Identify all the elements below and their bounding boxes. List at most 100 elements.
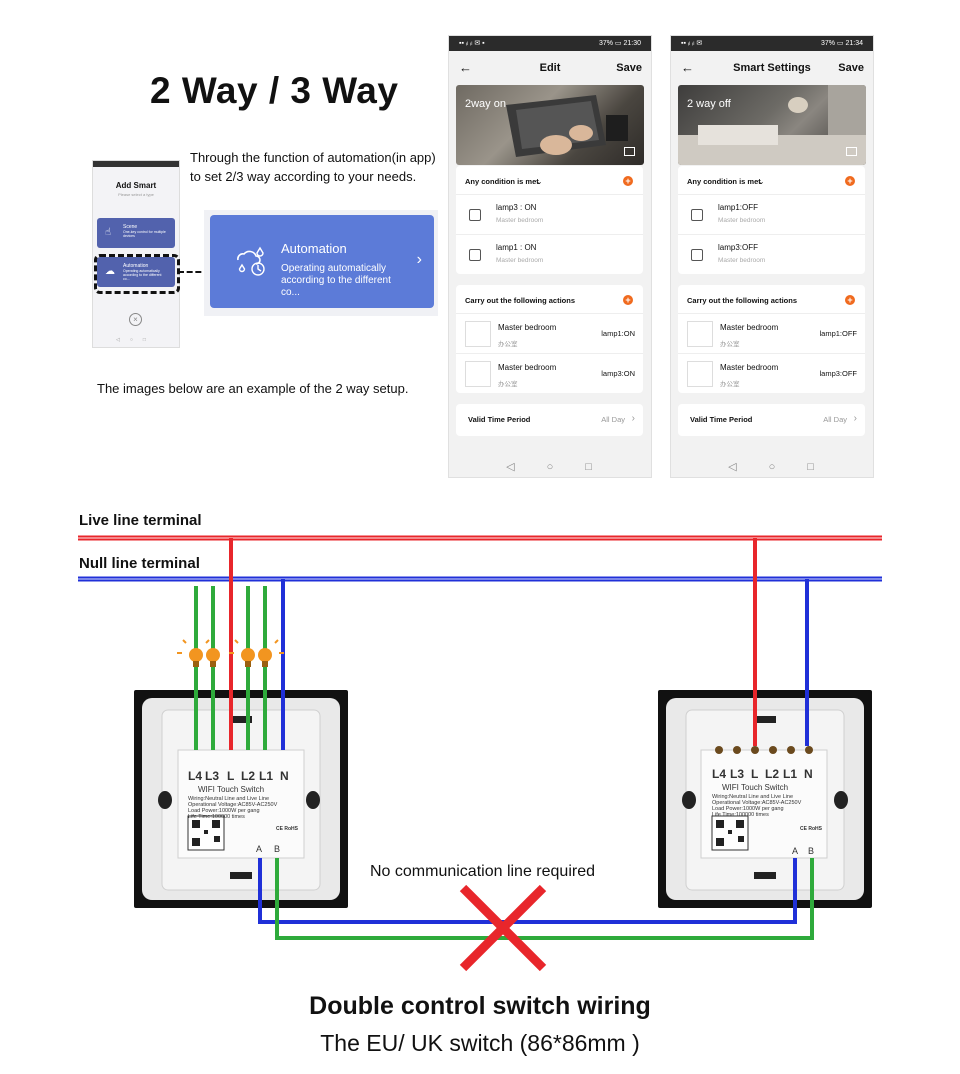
screen-title: Edit [539,62,561,74]
scene-photo[interactable]: 2 way off [678,85,866,165]
condition-row[interactable]: lamp1:OFF Master bedroom [678,194,865,235]
add-action-icon[interactable]: + [845,295,855,305]
image-icon[interactable] [624,147,635,156]
description-line-1: Through the function of automation(in ap… [190,150,436,165]
valid-time-row[interactable]: Valid Time Period All Day › [678,404,865,436]
nav-bar: ◁○□ [116,337,156,343]
terminal-label: L4 [188,769,202,783]
action-value: lamp1:OFF [819,329,857,338]
action-row[interactable]: Master bedroom 办公室 lamp1:ON [456,313,643,354]
module-spec: Operational Voltage:AC85V-AC250V [188,802,278,808]
automation-option[interactable]: ☁ Automation Operating automatically acc… [97,257,175,287]
actions-header: Carry out the following actions [465,296,576,305]
bulb-icons [177,639,284,667]
scene-photo[interactable]: 2way on [456,85,644,165]
module-spec: Load Power:1000W per gang [188,808,260,814]
valid-time-label: Valid Time Period [468,415,531,424]
action-row[interactable]: Master bedroom 办公室 lamp3:ON [456,353,643,394]
conditions-card: Any condition is met ⌄ + lamp1:OFF Maste… [678,166,865,274]
action-name: Master bedroom [498,323,557,332]
right-panel-wires [753,538,809,746]
terminal-label: L [751,767,758,781]
action-value: lamp3:OFF [819,369,857,378]
actions-card: Carry out the following actions + Master… [456,285,643,393]
condition-header[interactable]: Any condition is met [687,177,761,186]
condition-location: Master bedroom [496,257,544,264]
automation-description: Operating automatically according to the… [281,263,411,299]
close-icon[interactable]: × [129,313,142,326]
screen-title: Smart Settings [733,62,811,74]
back-arrow-icon[interactable]: ← [459,60,472,75]
image-icon[interactable] [846,147,857,156]
condition-header[interactable]: Any condition is met [465,177,539,186]
scene-label: Scene [123,224,138,230]
condition-name: lamp3 : ON [496,203,537,212]
add-action-icon[interactable]: + [623,295,633,305]
condition-row[interactable]: lamp1 : ON Master bedroom [456,234,643,275]
automation-text-1: Operating automatically [281,263,387,274]
live-line-label: Live line terminal [79,512,202,529]
phone-edit-screen: ▪▪ ᵢₗ ᵢₗ ✉ ▪ 37% ▭ 21:30 ← Edit Save 2wa… [448,35,652,478]
module-spec: Life Time:100000 times [712,812,769,818]
chevron-right-icon: › [631,413,635,424]
nav-bar[interactable]: ◁○□ [506,461,624,473]
weather-icon: ☁ [105,266,115,277]
save-button[interactable]: Save [616,62,642,74]
chevron-down-icon: ⌄ [536,177,543,186]
action-name: Master bedroom [498,363,557,372]
action-sub: 办公室 [720,341,740,348]
conditions-card: Any condition is met ⌄ + lamp3 : ON Mast… [456,166,643,274]
save-button[interactable]: Save [838,62,864,74]
valid-time-value: All Day [601,415,625,424]
no-communication-label: No communication line required [370,863,595,880]
back-arrow-icon[interactable]: ← [681,60,694,75]
description: Through the function of automation(in ap… [190,148,436,186]
add-condition-icon[interactable]: + [845,176,855,186]
left-terminal-labels: L4 L3 L L2 L1 N WIFI Touch Switch Wiring… [188,769,299,854]
left-panel-wires [194,538,285,750]
switch-panel-icon [465,321,491,347]
scene-name: 2way on [465,98,506,110]
cert-label: CE RoHS [276,826,299,832]
action-row[interactable]: Master bedroom 办公室 lamp1:OFF [678,313,865,354]
comm-terminal-a: A [256,844,262,854]
nav-bar[interactable]: ◁○□ [728,461,846,473]
valid-time-row[interactable]: Valid Time Period All Day › [456,404,643,436]
condition-row[interactable]: lamp3 : ON Master bedroom [456,194,643,235]
add-condition-icon[interactable]: + [623,176,633,186]
terminal-label: L [227,769,234,783]
caption-sub: The EU/ UK switch (86*86mm ) [320,1030,640,1056]
description-line-2: to set 2/3 way according to your needs. [190,169,417,184]
chevron-right-icon: › [416,251,422,268]
module-spec: Life Time:100000 times [188,814,245,820]
chevron-down-icon: ⌄ [758,177,765,186]
bedroom-photo-art [678,85,866,165]
automation-label: Automation [123,263,149,269]
status-time: 37% ▭ 21:34 [820,40,863,47]
terminal-label: L1 [783,767,797,781]
switch-panel-icon [687,321,713,347]
valid-time-label: Valid Time Period [690,415,753,424]
status-bar [93,161,179,167]
page-title: 2 Way / 3 Way [150,70,399,111]
chevron-right-icon: › [853,413,857,424]
status-icons: ▪▪ ᵢₗ ᵢₗ ✉ ▪ [459,40,485,47]
condition-row[interactable]: lamp3:OFF Master bedroom [678,234,865,275]
module-spec: Load Power:1000W per gang [712,806,784,812]
condition-location: Master bedroom [718,217,766,224]
automation-card[interactable]: Automation Operating automatically accor… [210,215,434,308]
small-phone-screenshot: Add Smart Please select a type ☝ Scene O… [92,160,180,348]
action-value: lamp3:ON [601,369,635,378]
action-value: lamp1:ON [601,329,635,338]
right-terminal-labels: L4 L3 L L2 L1 N WIFI Touch Switch Wiring… [712,767,823,856]
actions-header: Carry out the following actions [687,296,798,305]
add-smart-title: Add Smart [115,181,157,190]
scene-option[interactable]: ☝ Scene One-key control for multiple dev… [97,218,175,248]
example-note: The images below are an example of the 2… [97,381,409,396]
condition-name: lamp3:OFF [718,243,759,252]
action-sub: 办公室 [498,341,518,348]
action-row[interactable]: Master bedroom 办公室 lamp3:OFF [678,353,865,394]
add-smart-subtitle: Please select a type [118,192,154,197]
switch-panel-icon [465,361,491,387]
terminal-label: L3 [205,769,219,783]
